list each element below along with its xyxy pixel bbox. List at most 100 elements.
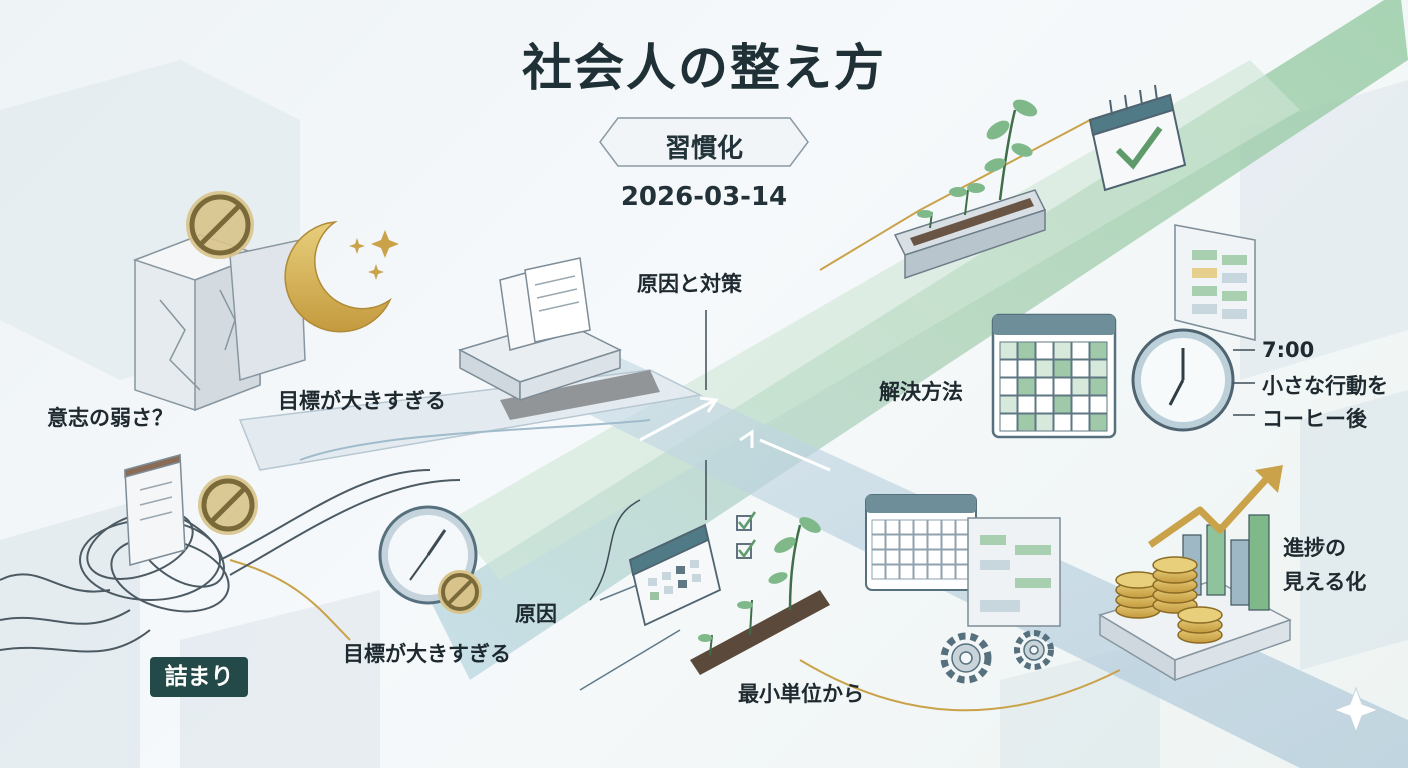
after-coffee-label: コーヒー後 xyxy=(1262,407,1367,431)
dashboard-icon xyxy=(967,517,1061,627)
calendar-cell xyxy=(1017,341,1036,360)
small-action-label: 小さな行動を xyxy=(1262,374,1388,398)
calendar-cell xyxy=(1071,359,1090,378)
tangled-wires-icon xyxy=(0,469,461,653)
calendar-cell xyxy=(1071,395,1090,414)
calendar-cell xyxy=(941,534,956,550)
calendar-cell xyxy=(1035,377,1054,396)
goal-too-big-label-bottom: 目標が大きすぎる xyxy=(343,642,511,666)
gear-icon xyxy=(940,630,1054,684)
calendar-cell xyxy=(1017,359,1036,378)
calendar-cell xyxy=(885,534,900,550)
cause-and-solution-label: 原因と対策 xyxy=(637,272,742,296)
calendar-cell xyxy=(1089,413,1108,432)
calendar-cell xyxy=(1089,359,1108,378)
calendar-cell xyxy=(1017,377,1036,396)
file-box-icon xyxy=(124,454,186,566)
calendar-cell xyxy=(955,549,970,565)
calendar-cell xyxy=(913,534,928,550)
calendar-cell xyxy=(999,395,1018,414)
calendar-cell xyxy=(927,519,942,535)
prohibited-icon xyxy=(198,475,258,535)
calendar-cell xyxy=(913,519,928,535)
calendar-cell xyxy=(871,549,886,565)
calendar-cell xyxy=(927,534,942,550)
calendar-cell xyxy=(871,519,886,535)
calendar-cell xyxy=(871,564,886,580)
calendar-cell xyxy=(941,519,956,535)
calendar-cell xyxy=(1071,341,1090,360)
calendar-grid-icon xyxy=(991,313,1117,439)
checkbox-icon xyxy=(736,511,757,559)
sprout-icon xyxy=(917,99,1038,229)
goal-too-big-label: 目標が大きすぎる xyxy=(278,389,446,413)
calendar-cell xyxy=(999,359,1018,378)
calendar-cell xyxy=(955,564,970,580)
calendar-cell xyxy=(1035,359,1054,378)
calendar-cell xyxy=(1053,359,1072,378)
calendar-cell xyxy=(999,413,1018,432)
routing-lines xyxy=(229,119,1121,712)
moon-icon xyxy=(284,220,392,333)
calendar-cell xyxy=(1089,341,1108,360)
calendar-cell xyxy=(1071,377,1090,396)
calendar-icon xyxy=(628,523,722,627)
calendar-cell xyxy=(999,341,1018,360)
progress-label-line2: 見える化 xyxy=(1283,570,1367,594)
calendar-cell xyxy=(1053,395,1072,414)
trend-arrow-icon xyxy=(1147,465,1283,548)
calendar-cell xyxy=(1017,395,1036,414)
time-label: 7:00 xyxy=(1262,338,1315,362)
background-blocks xyxy=(0,60,1408,768)
calendar-cell xyxy=(1053,413,1072,432)
calendar-cell xyxy=(899,564,914,580)
planter-icon xyxy=(893,189,1047,280)
cracked-blocks-icon xyxy=(132,234,306,412)
calendar-cell xyxy=(955,519,970,535)
calendar-cell xyxy=(999,377,1018,396)
calendar-cell xyxy=(913,564,928,580)
stuck-badge: 詰まり xyxy=(150,657,248,697)
sprout-icon xyxy=(690,517,830,675)
calendar-cell xyxy=(871,534,886,550)
progress-label-line1: 進捗の xyxy=(1283,536,1346,560)
calendar-cell xyxy=(1035,413,1054,432)
star-icon xyxy=(349,230,399,280)
calendar-cell xyxy=(885,549,900,565)
prohibited-icon xyxy=(438,570,482,614)
subtitle: 習慣化 xyxy=(664,134,743,164)
center-arrows-icon xyxy=(639,396,831,472)
calendar-cell xyxy=(1035,341,1054,360)
document-stack-icon xyxy=(458,257,622,402)
calendar-cell xyxy=(1071,413,1090,432)
coins-icon xyxy=(1115,556,1223,644)
calendar-cell xyxy=(941,564,956,580)
board-icon xyxy=(1174,224,1256,341)
solution-method-label: 解決方法 xyxy=(879,380,963,404)
calendar-check-icon xyxy=(1088,84,1187,192)
calendar-cell xyxy=(1035,395,1054,414)
calendar-cell xyxy=(927,564,942,580)
smallest-unit-label: 最小単位から xyxy=(738,682,864,706)
calendar-cell xyxy=(899,534,914,550)
calendar-cell xyxy=(941,549,956,565)
prohibited-icon xyxy=(186,191,254,259)
calendar-cell xyxy=(913,549,928,565)
calendar-cell xyxy=(1089,377,1108,396)
calendar-cell xyxy=(1017,413,1036,432)
willpower-label: 意志の弱さ？ xyxy=(47,406,173,430)
calendar-cell xyxy=(899,549,914,565)
calendar-cell xyxy=(885,519,900,535)
clock-icon xyxy=(1131,328,1255,432)
subtitle-frame xyxy=(599,117,809,167)
calendar-grid-icon xyxy=(865,494,977,591)
calendar-cell xyxy=(899,519,914,535)
sparkle-icon xyxy=(1332,686,1380,734)
page-title: 社会人の整え方 xyxy=(522,38,886,97)
calendar-cell xyxy=(1089,395,1108,414)
date-label: 2026-03-14 xyxy=(620,182,788,212)
cause-label: 原因 xyxy=(515,602,557,626)
calendar-cell xyxy=(885,564,900,580)
calendar-cell xyxy=(1053,341,1072,360)
